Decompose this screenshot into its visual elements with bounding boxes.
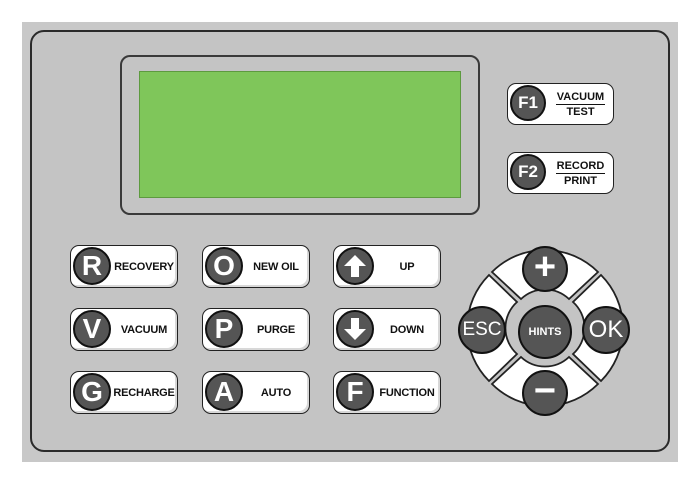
purge-label: PURGE <box>256 323 296 336</box>
minus-button[interactable]: − <box>522 370 568 416</box>
function-badge: F <box>336 373 374 411</box>
ok-label: OK <box>588 316 624 343</box>
up-button[interactable]: UP <box>333 245 441 288</box>
f1-label-bottom: TEST <box>566 105 595 118</box>
purge-button[interactable]: P PURGE <box>202 308 310 351</box>
recharge-badge: G <box>73 373 111 411</box>
lcd-display <box>139 71 461 198</box>
esc-label: ESC <box>462 319 502 340</box>
f2-badge: F2 <box>510 154 546 190</box>
new-oil-label: NEW OIL <box>253 260 299 273</box>
f1-badge: F1 <box>510 85 546 121</box>
function-button[interactable]: F FUNCTION <box>333 371 441 414</box>
f1-vacuum-test-button[interactable]: F1 VACUUM TEST <box>507 83 614 125</box>
new-oil-button[interactable]: O NEW OIL <box>202 245 310 288</box>
recharge-label: RECHARGE <box>113 386 175 399</box>
f2-label-bottom: PRINT <box>564 174 597 187</box>
hints-button[interactable]: HINTS <box>518 305 572 359</box>
esc-button[interactable]: ESC <box>458 306 506 354</box>
up-label: UP <box>399 260 415 273</box>
down-label: DOWN <box>389 323 425 336</box>
vacuum-button[interactable]: V VACUUM <box>70 308 178 351</box>
recovery-label: RECOVERY <box>114 260 174 273</box>
minus-icon: − <box>533 370 557 412</box>
down-button[interactable]: DOWN <box>333 308 441 351</box>
navigation-cluster: + − ESC OK HINTS <box>455 238 635 423</box>
new-oil-badge: O <box>205 247 243 285</box>
hints-label: HINTS <box>528 326 562 338</box>
recovery-button[interactable]: R RECOVERY <box>70 245 178 288</box>
ok-button[interactable]: OK <box>582 306 630 354</box>
arrow-down-icon <box>336 310 374 348</box>
auto-label: AUTO <box>260 386 292 399</box>
auto-badge: A <box>205 373 243 411</box>
vacuum-label: VACUUM <box>120 323 168 336</box>
arrow-up-icon <box>336 247 374 285</box>
plus-button[interactable]: + <box>522 246 568 292</box>
function-label: FUNCTION <box>379 386 435 399</box>
f1-label-top: VACUUM <box>555 90 606 105</box>
vacuum-badge: V <box>73 310 111 348</box>
plus-icon: + <box>533 246 557 288</box>
f2-label-top: RECORD <box>555 159 606 174</box>
f2-record-print-button[interactable]: F2 RECORD PRINT <box>507 152 614 194</box>
auto-button[interactable]: A AUTO <box>202 371 310 414</box>
purge-badge: P <box>205 310 243 348</box>
recharge-button[interactable]: G RECHARGE <box>70 371 178 414</box>
nav-ring <box>466 249 624 407</box>
recovery-badge: R <box>73 247 111 285</box>
